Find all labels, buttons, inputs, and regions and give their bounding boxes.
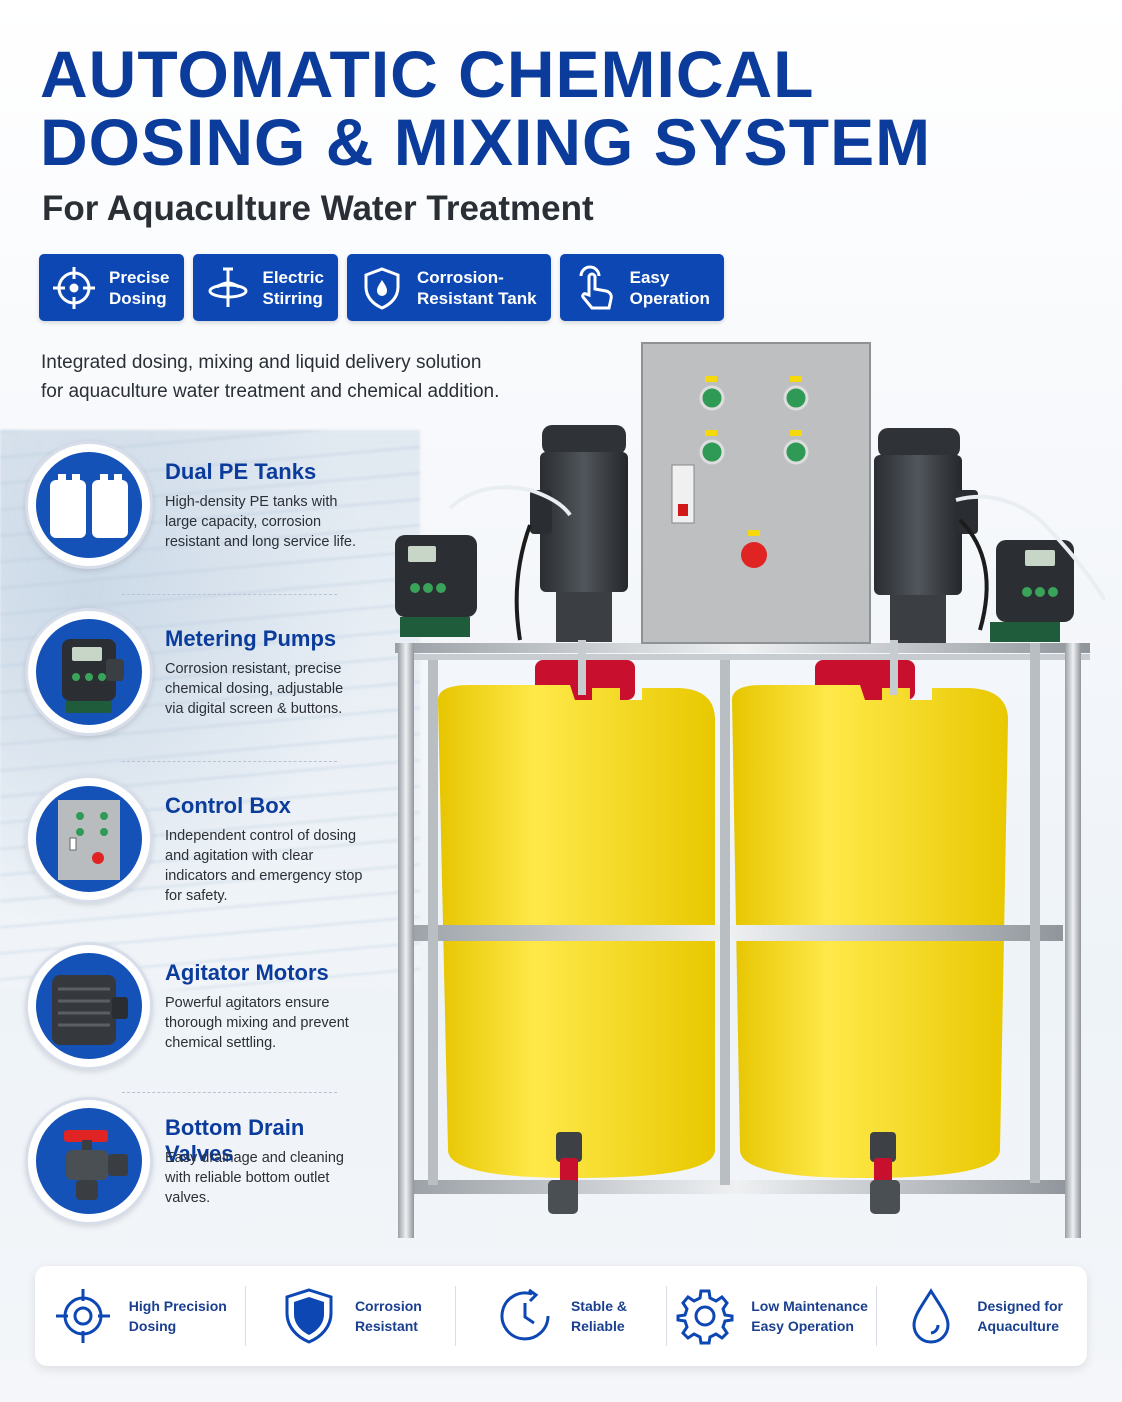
frame-leg-center	[720, 660, 730, 1185]
feature-image-frame	[25, 441, 153, 569]
feature-description: Corrosion resistant, precise chemical do…	[165, 661, 344, 717]
badge-label: Easy Operation	[629, 267, 710, 308]
footer-item-stable-reliable: Stable & Reliable	[455, 1286, 666, 1346]
footer-label: High Precision Dosing	[128, 1298, 227, 1334]
feature-image-frame	[25, 942, 153, 1070]
crosshair-icon	[49, 263, 99, 313]
footer-label: Corrosion Resistant	[354, 1298, 422, 1334]
feature-title: Agitator Motors	[165, 960, 329, 985]
shield-drop-icon	[357, 263, 407, 313]
target-icon	[53, 1286, 113, 1346]
stirrer-icon	[203, 263, 253, 313]
feature-description: Powerful agitators ensure thorough mixin…	[165, 995, 349, 1051]
motor-icon	[52, 975, 128, 1045]
feature-dual-pe-tanks: Dual PE Tanks High-density PE tanks with…	[25, 441, 370, 571]
footer-label: Stable & Reliable	[570, 1298, 627, 1334]
frame-top-rail	[395, 643, 1090, 653]
intro-text: Integrated dosing, mixing and liquid del…	[41, 352, 500, 402]
feature-title: Bottom Drain Valves	[165, 1115, 305, 1166]
badge-label: Electric Stirring	[262, 267, 324, 308]
footer-item-corrosion-resistant: Corrosion Resistant	[244, 1286, 456, 1346]
feature-description: High-density PE tanks with large capacit…	[165, 494, 357, 550]
badge-label: Precise Dosing	[109, 267, 170, 308]
agitator-motor-left	[530, 425, 628, 695]
feature-image-frame	[25, 608, 153, 736]
badge-electric-stirring: Electric Stirring	[192, 254, 338, 321]
valve-icon	[64, 1130, 128, 1200]
feature-metering-pumps: Metering Pumps Corrosion resistant, prec…	[25, 608, 370, 738]
footer-item-low-maintenance: Low Maintenance Easy Operation	[665, 1286, 877, 1346]
frame-mid-rail	[398, 925, 1063, 941]
feature-description: Easy drainage and cleaning with reliable…	[165, 1150, 344, 1206]
droplet-icon	[901, 1286, 961, 1346]
control-box-icon	[58, 800, 120, 880]
feature-title: Dual PE Tanks	[165, 459, 317, 484]
feature-agitator-motors: Agitator Motors Powerful agitators ensur…	[25, 942, 370, 1072]
divider	[122, 1092, 337, 1093]
cable-right	[958, 518, 989, 631]
control-box-panel	[641, 342, 871, 644]
metering-pump-right	[990, 540, 1074, 642]
divider	[122, 761, 337, 762]
feature-title: Metering Pumps	[165, 626, 337, 651]
cable-left	[514, 524, 532, 641]
page-title: AUTOMATIC CHEMICAL DOSING & MIXING SYSTE…	[40, 37, 932, 179]
badge-precise-dosing: Precise Dosing	[39, 254, 184, 321]
footer-label: Low Maintenance Easy Operation	[751, 1298, 868, 1334]
gear-icon	[675, 1286, 735, 1346]
badge-label: Corrosion- Resistant Tank	[416, 267, 537, 308]
metering-pump-left	[395, 535, 477, 637]
drain-valve-left	[548, 1132, 582, 1214]
frame-leg-front-left	[398, 643, 414, 1238]
feature-control-box: Control Box Independent control of dosin…	[25, 775, 370, 905]
hand-pointer-icon	[570, 263, 620, 313]
feature-bottom-drain-valves: Bottom Drain Valves Easy drainage and cl…	[25, 1097, 370, 1227]
page-subtitle: For Aquaculture Water Treatment	[42, 189, 594, 228]
feature-title: Control Box	[165, 793, 291, 818]
tanks-icon	[50, 474, 128, 538]
metering-pump-icon	[62, 639, 124, 713]
footer-item-high-precision: High Precision Dosing	[35, 1286, 245, 1346]
feature-image-frame	[25, 775, 153, 903]
shield-icon	[279, 1286, 339, 1346]
drain-valve-right	[870, 1132, 900, 1214]
frame-upper-rail	[400, 654, 1090, 660]
feature-description: Independent control of dosing and agitat…	[165, 828, 363, 904]
footer-highlights: High Precision Dosing Corrosion Resistan…	[35, 1266, 1087, 1366]
dosing-system-illustration	[395, 342, 1105, 1238]
feature-image-frame	[25, 1097, 153, 1225]
divider	[122, 594, 337, 595]
clock-icon	[495, 1286, 555, 1346]
feature-badges: Precise Dosing Electric Stirring Corrosi…	[39, 254, 724, 321]
frame-leg-back-left	[428, 660, 438, 1185]
frame-leg-front-right	[1065, 643, 1081, 1238]
footer-label: Designed for Aquaculture	[977, 1298, 1063, 1334]
footer-item-designed-aquaculture: Designed for Aquaculture	[876, 1286, 1087, 1346]
frame-leg-back-right	[1030, 643, 1040, 1183]
tubing-right	[955, 494, 1105, 602]
frame-bottom-rail	[405, 1180, 1070, 1194]
badge-corrosion-resistant-tank: Corrosion- Resistant Tank	[346, 254, 551, 321]
agitator-motor-right	[874, 428, 978, 695]
tubing-left	[448, 485, 572, 517]
badge-easy-operation: Easy Operation	[559, 254, 724, 321]
